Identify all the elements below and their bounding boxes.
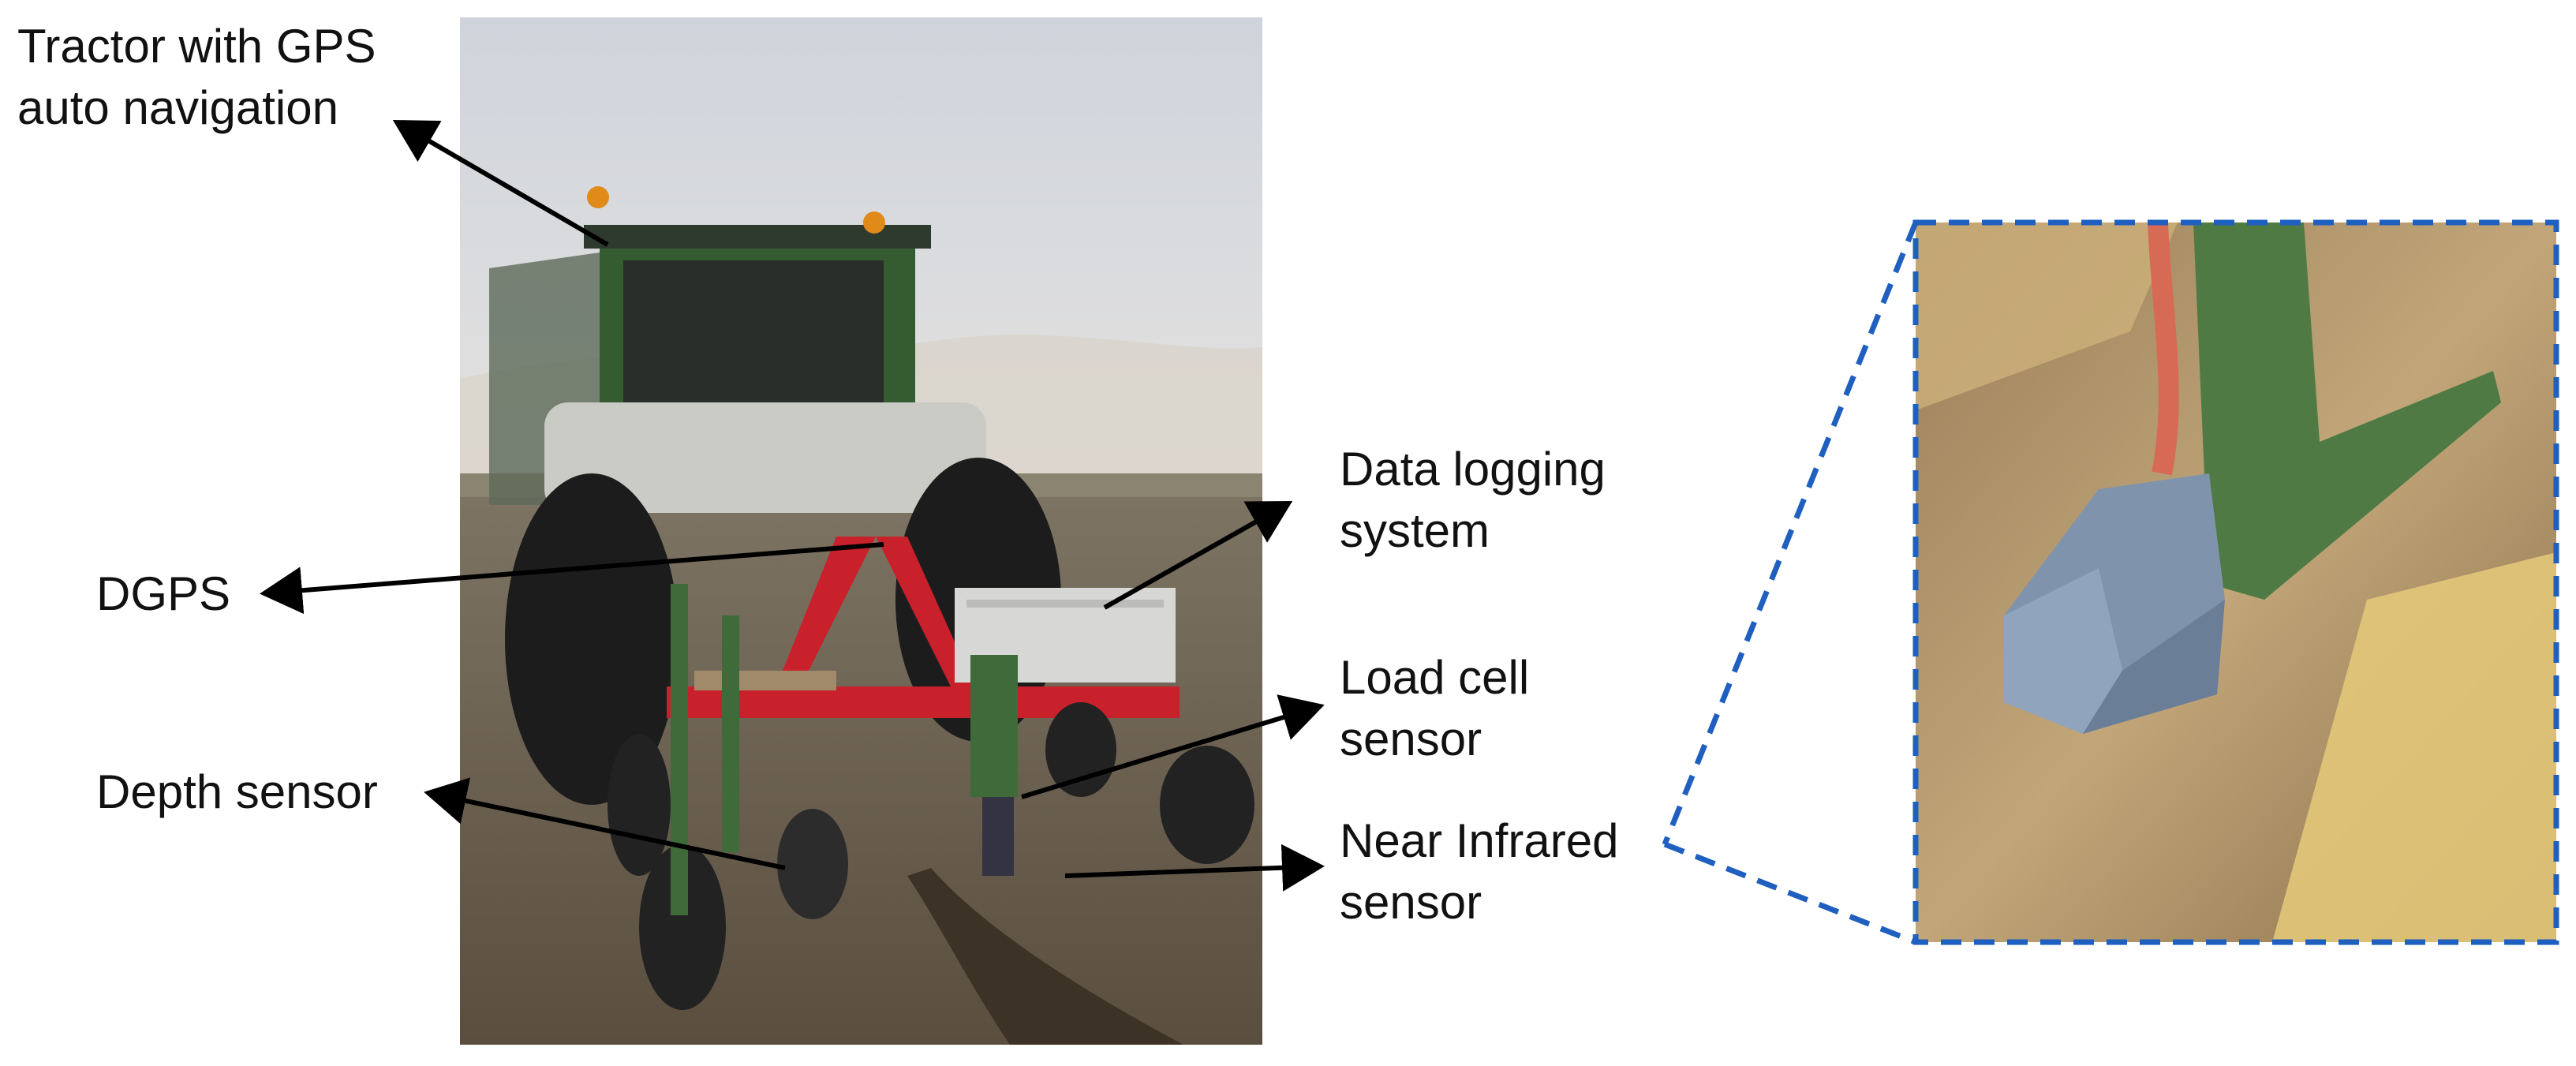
label-dgps: DGPS xyxy=(96,563,230,625)
label-nir: Near Infrared sensor xyxy=(1340,810,1619,933)
arrow-loadcell xyxy=(1021,694,1325,799)
arrow-tractor xyxy=(392,119,609,247)
label-loadcell-line-2: sensor xyxy=(1340,713,1482,765)
label-loadcell-line-1: Load cell xyxy=(1340,651,1530,704)
zoom-line-bottom xyxy=(1663,841,1917,945)
label-dgps-line-1: DGPS xyxy=(96,567,231,620)
label-logging-line-2: system xyxy=(1340,504,1490,557)
label-depth-line-1: Depth sensor xyxy=(96,765,378,818)
label-nir-line-1: Near Infrared xyxy=(1340,814,1619,867)
label-loadcell: Load cell sensor xyxy=(1340,647,1529,770)
label-logging: Data logging system xyxy=(1340,439,1606,562)
zoom-line-top xyxy=(1662,221,1919,846)
inset-zoom-frame xyxy=(1912,219,2559,945)
label-depth: Depth sensor xyxy=(96,761,378,823)
label-tractor-line-2: auto navigation xyxy=(17,81,338,134)
label-logging-line-1: Data logging xyxy=(1340,443,1606,496)
inset-photo xyxy=(1916,223,2556,942)
arrow-nir xyxy=(1064,843,1325,892)
arrow-logging xyxy=(1103,501,1293,610)
arrow-depth xyxy=(424,777,786,870)
label-tractor-line-1: Tractor with GPS xyxy=(17,20,376,73)
label-nir-line-2: sensor xyxy=(1340,876,1482,929)
tractor-photo xyxy=(460,17,1262,1045)
arrow-dgps xyxy=(260,542,884,615)
label-tractor: Tractor with GPS auto navigation xyxy=(17,16,376,139)
